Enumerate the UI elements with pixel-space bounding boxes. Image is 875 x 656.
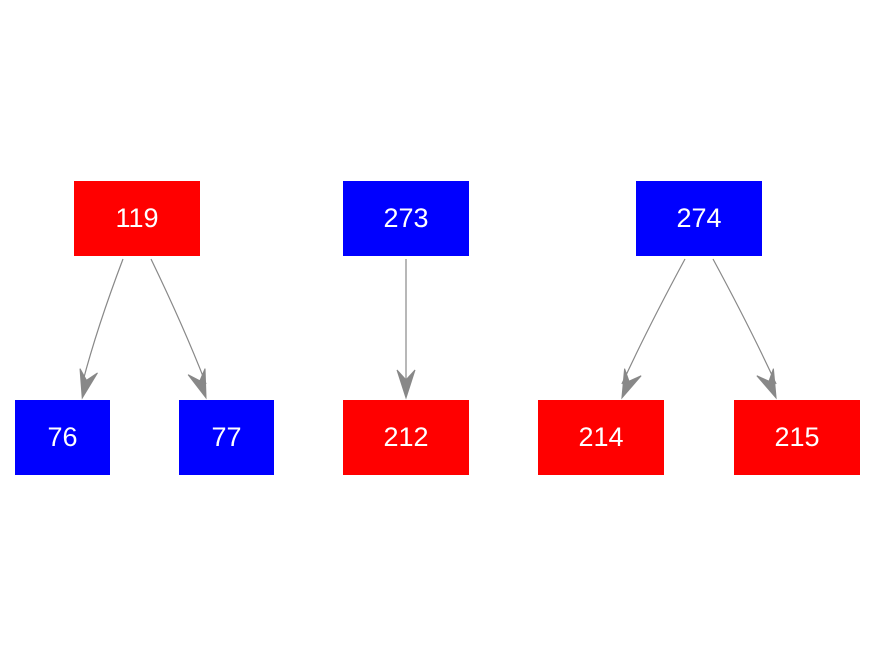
node-273: 273 <box>343 181 469 256</box>
node-214: 214 <box>538 400 664 475</box>
edge-arrowhead <box>756 368 777 400</box>
node-274: 274 <box>636 181 762 256</box>
edge-line <box>81 258 124 385</box>
edge-line <box>712 258 777 385</box>
node-label: 212 <box>383 422 429 452</box>
node-label: 119 <box>115 203 159 233</box>
node-label: 274 <box>676 203 722 233</box>
node-119: 119 <box>74 181 200 256</box>
edge-arrowhead <box>187 368 207 400</box>
node-label: 77 <box>211 422 242 452</box>
node-77: 77 <box>179 400 274 475</box>
node-label: 76 <box>47 422 78 452</box>
edge-arrowhead <box>396 369 416 400</box>
edge-arrowhead <box>79 368 98 400</box>
node-212: 212 <box>343 400 469 475</box>
node-label: 273 <box>383 203 429 233</box>
node-label: 214 <box>578 422 624 452</box>
node-76: 76 <box>15 400 110 475</box>
edge-arrowhead <box>621 368 642 400</box>
edge-line <box>621 258 686 385</box>
node-label: 215 <box>774 422 820 452</box>
edge-line <box>150 258 207 385</box>
node-215: 215 <box>734 400 860 475</box>
